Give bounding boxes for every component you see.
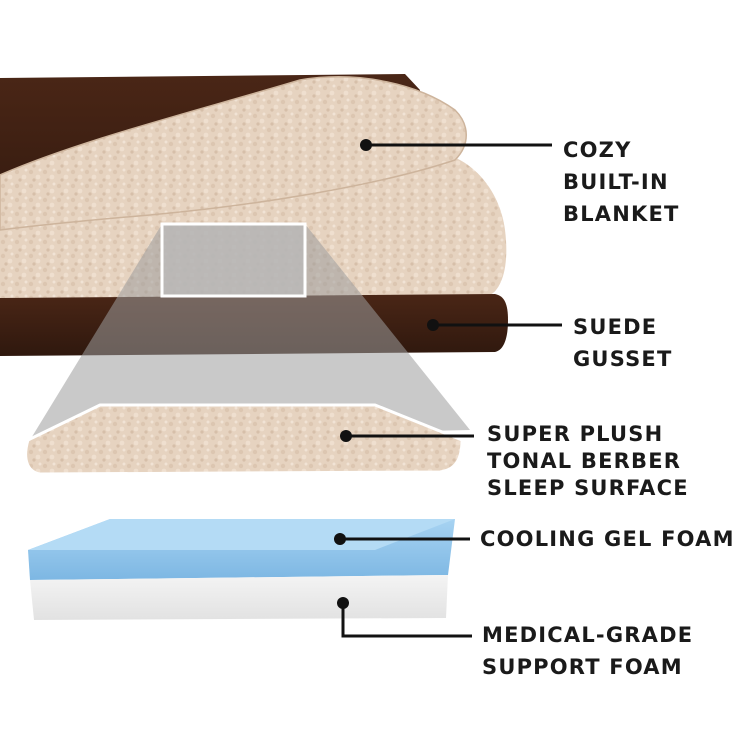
label-line: GUSSET xyxy=(573,347,673,371)
label-line: SUPER PLUSH xyxy=(487,422,664,446)
callout-line-support xyxy=(341,603,472,638)
label-suede-gusset: SUEDE GUSSET xyxy=(573,311,672,375)
blanket-flap xyxy=(0,76,467,231)
label-line: MEDICAL-GRADE xyxy=(482,623,694,647)
callout-dot-support xyxy=(337,597,349,609)
label-line: COZY xyxy=(563,138,632,162)
callout-dot-gusset xyxy=(427,319,439,331)
callout-dot-gel xyxy=(334,533,346,545)
callouts xyxy=(340,143,562,638)
magnifier-funnel xyxy=(30,224,470,440)
berber-layer xyxy=(24,403,464,476)
support-foam-layer xyxy=(30,575,448,620)
label-line: SLEEP SURFACE xyxy=(487,476,689,500)
label-line: BUILT-IN xyxy=(563,170,669,194)
callout-dots xyxy=(334,139,439,609)
label-line: BLANKET xyxy=(563,202,680,226)
label-line: SUEDE xyxy=(573,315,658,339)
label-cozy-blanket: COZY BUILT-IN BLANKET xyxy=(563,134,680,230)
callout-dot-berber xyxy=(340,430,352,442)
label-berber-surface: SUPER PLUSH TONAL BERBER SLEEP SURFACE xyxy=(487,421,689,502)
label-cooling-gel-foam: COOLING GEL FOAM xyxy=(480,523,735,555)
magnifier-window xyxy=(160,222,307,298)
callout-dot-blanket xyxy=(360,139,372,151)
gel-foam-top xyxy=(28,519,455,550)
label-line: SUPPORT FOAM xyxy=(482,655,683,679)
label-line: COOLING GEL FOAM xyxy=(480,527,735,551)
label-support-foam: MEDICAL-GRADE SUPPORT FOAM xyxy=(482,619,693,683)
label-line: TONAL BERBER xyxy=(487,449,682,473)
